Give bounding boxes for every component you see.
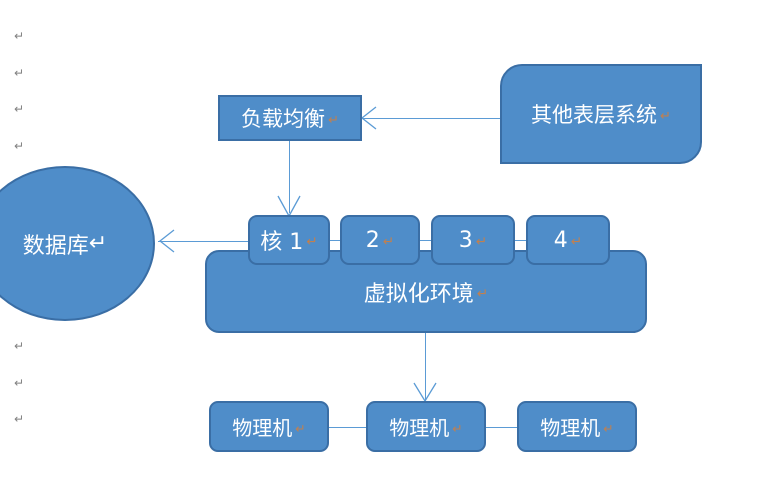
node-core-4-label: 4: [553, 227, 568, 253]
paragraph-mark: ↵: [14, 102, 25, 116]
node-physical-machine-3-mark: ↵: [603, 421, 614, 436]
paragraph-mark: ↵: [14, 66, 25, 80]
node-physical-machine-1-mark: ↵: [295, 421, 306, 436]
node-physical-machine-1-label: 物理机: [232, 416, 293, 440]
connector-load-balancer-to-core1: [289, 141, 290, 213]
node-load-balancer[interactable]: 负载均衡↵: [218, 95, 362, 141]
node-database-label: 数据库: [22, 233, 89, 259]
connector-core2-to-core3: [419, 240, 432, 241]
node-core-1-mark: ↵: [306, 234, 318, 250]
paragraph-mark: ↵: [14, 29, 25, 43]
connector-other-system-to-load-balancer: [362, 118, 500, 119]
node-load-balancer-mark: ↵: [328, 112, 339, 128]
node-database-mark: ↵: [88, 231, 108, 256]
node-core-3[interactable]: 3↵: [431, 215, 515, 265]
paragraph-mark: ↵: [14, 339, 25, 353]
node-database[interactable]: 数据库↵: [0, 166, 155, 321]
connector-core1-to-core2: [329, 240, 342, 241]
node-physical-machine-1[interactable]: 物理机↵: [209, 401, 329, 452]
node-core-1[interactable]: 核 1↵: [248, 215, 330, 265]
node-other-surface-system[interactable]: 其他表层系统↵: [500, 64, 702, 164]
node-other-surface-system-label: 其他表层系统: [531, 103, 658, 127]
connector-core1-to-database: [158, 241, 250, 242]
paragraph-mark: ↵: [14, 376, 25, 390]
paragraph-mark: ↵: [14, 412, 25, 426]
node-load-balancer-label: 负载均衡: [241, 107, 326, 131]
node-physical-machine-2[interactable]: 物理机↵: [366, 401, 486, 452]
node-virtualization-environment-mark: ↵: [476, 285, 489, 302]
connector-physical1-to-physical2: [328, 427, 368, 428]
node-core-2-label: 2: [365, 227, 380, 253]
connector-virtualization-to-physical: [425, 333, 426, 401]
node-physical-machine-3-label: 物理机: [540, 416, 601, 440]
connector-physical2-to-physical3: [485, 427, 519, 428]
connector-core3-to-core4: [514, 240, 527, 241]
node-core-4-mark: ↵: [570, 234, 583, 250]
node-physical-machine-2-label: 物理机: [389, 416, 450, 440]
node-core-3-label: 3: [458, 227, 473, 253]
node-other-surface-system-mark: ↵: [660, 108, 671, 124]
node-core-4[interactable]: 4↵: [526, 215, 610, 265]
node-core-3-mark: ↵: [475, 234, 488, 250]
node-core-2-mark: ↵: [382, 234, 395, 250]
node-physical-machine-3[interactable]: 物理机↵: [517, 401, 637, 452]
node-physical-machine-2-mark: ↵: [452, 421, 463, 436]
node-core-2[interactable]: 2↵: [340, 215, 420, 265]
node-virtualization-environment-label: 虚拟化环境: [363, 281, 474, 307]
node-core-1-label: 核 1: [260, 230, 304, 255]
paragraph-mark: ↵: [14, 139, 25, 153]
